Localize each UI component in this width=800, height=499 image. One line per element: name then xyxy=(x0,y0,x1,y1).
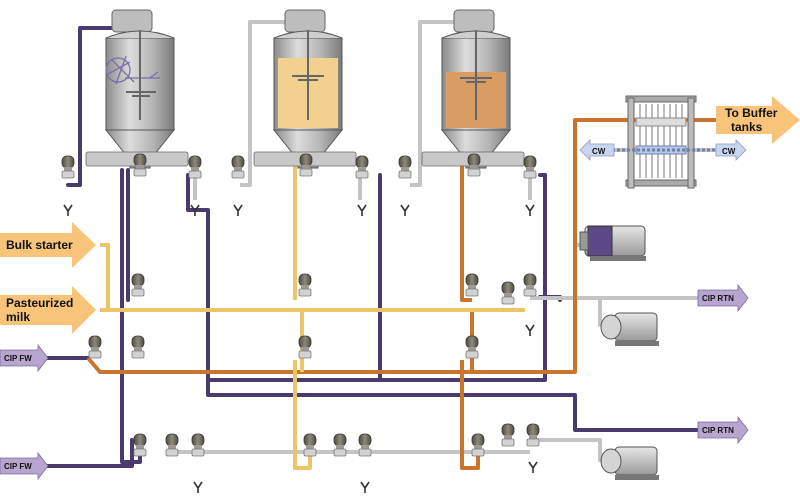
arrow-pasteurized-milk xyxy=(0,286,96,334)
pump-lower[interactable] xyxy=(600,446,659,480)
arrow-bulk-starter xyxy=(0,222,96,268)
label-cw-left: CW xyxy=(592,147,606,156)
arrow-cw-right xyxy=(715,139,747,161)
label-cip-rtn-bottom: CIP RTN xyxy=(702,426,734,435)
arrow-cip-fw-top xyxy=(0,343,49,373)
label-cip-rtn-top: CIP RTN xyxy=(702,294,734,303)
label-pasteurized-line1: Pasteurized xyxy=(6,296,73,310)
arrow-cip-rtn-top xyxy=(697,283,749,313)
label-bulk-starter: Bulk starter xyxy=(6,238,73,252)
label-cw-right: CW xyxy=(722,147,736,156)
tank-3[interactable] xyxy=(440,9,512,169)
pump-middle[interactable] xyxy=(600,312,659,346)
plate-heat-exchanger[interactable] xyxy=(612,95,716,189)
label-to-buffer-line2: tanks xyxy=(731,120,763,134)
arrow-cip-rtn-bottom xyxy=(697,415,749,445)
arrow-cw-left xyxy=(579,139,615,161)
label-to-buffer-line1: To Buffer xyxy=(725,106,778,120)
arrow-cip-fw-bottom xyxy=(0,451,49,481)
pump-upper[interactable] xyxy=(579,225,646,261)
tank-1[interactable] xyxy=(104,9,176,169)
label-cip-fw-top: CIP FW xyxy=(4,354,32,363)
label-cip-fw-bottom: CIP FW xyxy=(4,462,32,471)
cip-pipes-purple xyxy=(43,26,702,468)
arrow-to-buffer-tanks xyxy=(716,96,800,144)
tank-2[interactable] xyxy=(272,9,344,169)
label-pasteurized-line2: milk xyxy=(6,310,30,324)
valves[interactable] xyxy=(61,153,540,457)
